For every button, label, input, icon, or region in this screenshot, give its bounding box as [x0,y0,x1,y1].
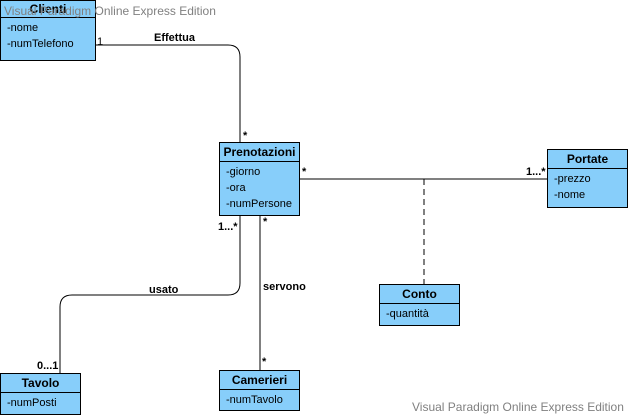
class-tavolo-attributes: -numPosti [1,393,80,411]
class-camerieri[interactable]: Camerieri -numTavolo [219,370,300,411]
multiplicity-effettua-source: 1 [97,36,104,48]
class-clienti-attributes: -nome -numTelefono [1,18,95,52]
attribute-nome: -nome [554,189,586,201]
class-conto-attributes: -quantità [380,304,459,322]
attribute-quantita: -quantità [386,308,429,320]
multiplicity-servono-source: * [263,216,268,228]
class-camerieri-name: Camerieri [220,371,299,390]
class-prenotazioni[interactable]: Prenotazioni -giorno -ora -numPersone [219,142,300,216]
multiplicity-usato-source: 1...* [218,221,238,233]
multiplicity-usato-target: 0...1 [37,360,59,372]
attribute-numtavolo: -numTavolo [226,394,283,406]
multiplicity-effettua-target: * [243,130,248,142]
class-prenotazioni-attributes: -giorno -ora -numPersone [220,162,299,212]
multiplicity-servono-target: * [262,356,267,368]
class-prenotazioni-name: Prenotazioni [220,143,299,162]
class-camerieri-attributes: -numTavolo [220,390,299,408]
class-clienti-name: Clienti [1,1,95,18]
class-portate-attributes: -prezzo -nome [548,169,627,203]
attribute-giorno: -giorno [226,166,261,178]
class-conto[interactable]: Conto -quantità [379,284,460,326]
association-usato-line [59,215,241,373]
multiplicity-portate-source: * [302,166,307,178]
watermark-top: Visual Paradigm Online Express Edition [4,4,216,18]
association-effettua-line [95,44,241,142]
watermark-bottom: Visual Paradigm Online Express Edition [412,400,624,414]
class-clienti[interactable]: Clienti -nome -numTelefono [0,0,96,61]
multiplicity-portate-target: 1...* [526,166,546,178]
attribute-prezzo: -prezzo [554,173,591,185]
association-name-effettua: Effettua [154,32,195,44]
attribute-nome: -nome [7,22,39,34]
association-name-servono: servono [263,281,306,293]
class-portate-name: Portate [548,150,627,169]
attribute-numtelefono: -numTelefono [7,38,74,50]
attribute-numposti: -numPosti [7,397,57,409]
class-tavolo-name: Tavolo [1,374,80,393]
class-portate[interactable]: Portate -prezzo -nome [547,149,628,208]
class-conto-name: Conto [380,285,459,304]
class-tavolo[interactable]: Tavolo -numPosti [0,373,81,415]
association-name-usato: usato [149,284,179,296]
attribute-numpersone: -numPersone [226,198,293,210]
attribute-ora: -ora [226,182,246,194]
